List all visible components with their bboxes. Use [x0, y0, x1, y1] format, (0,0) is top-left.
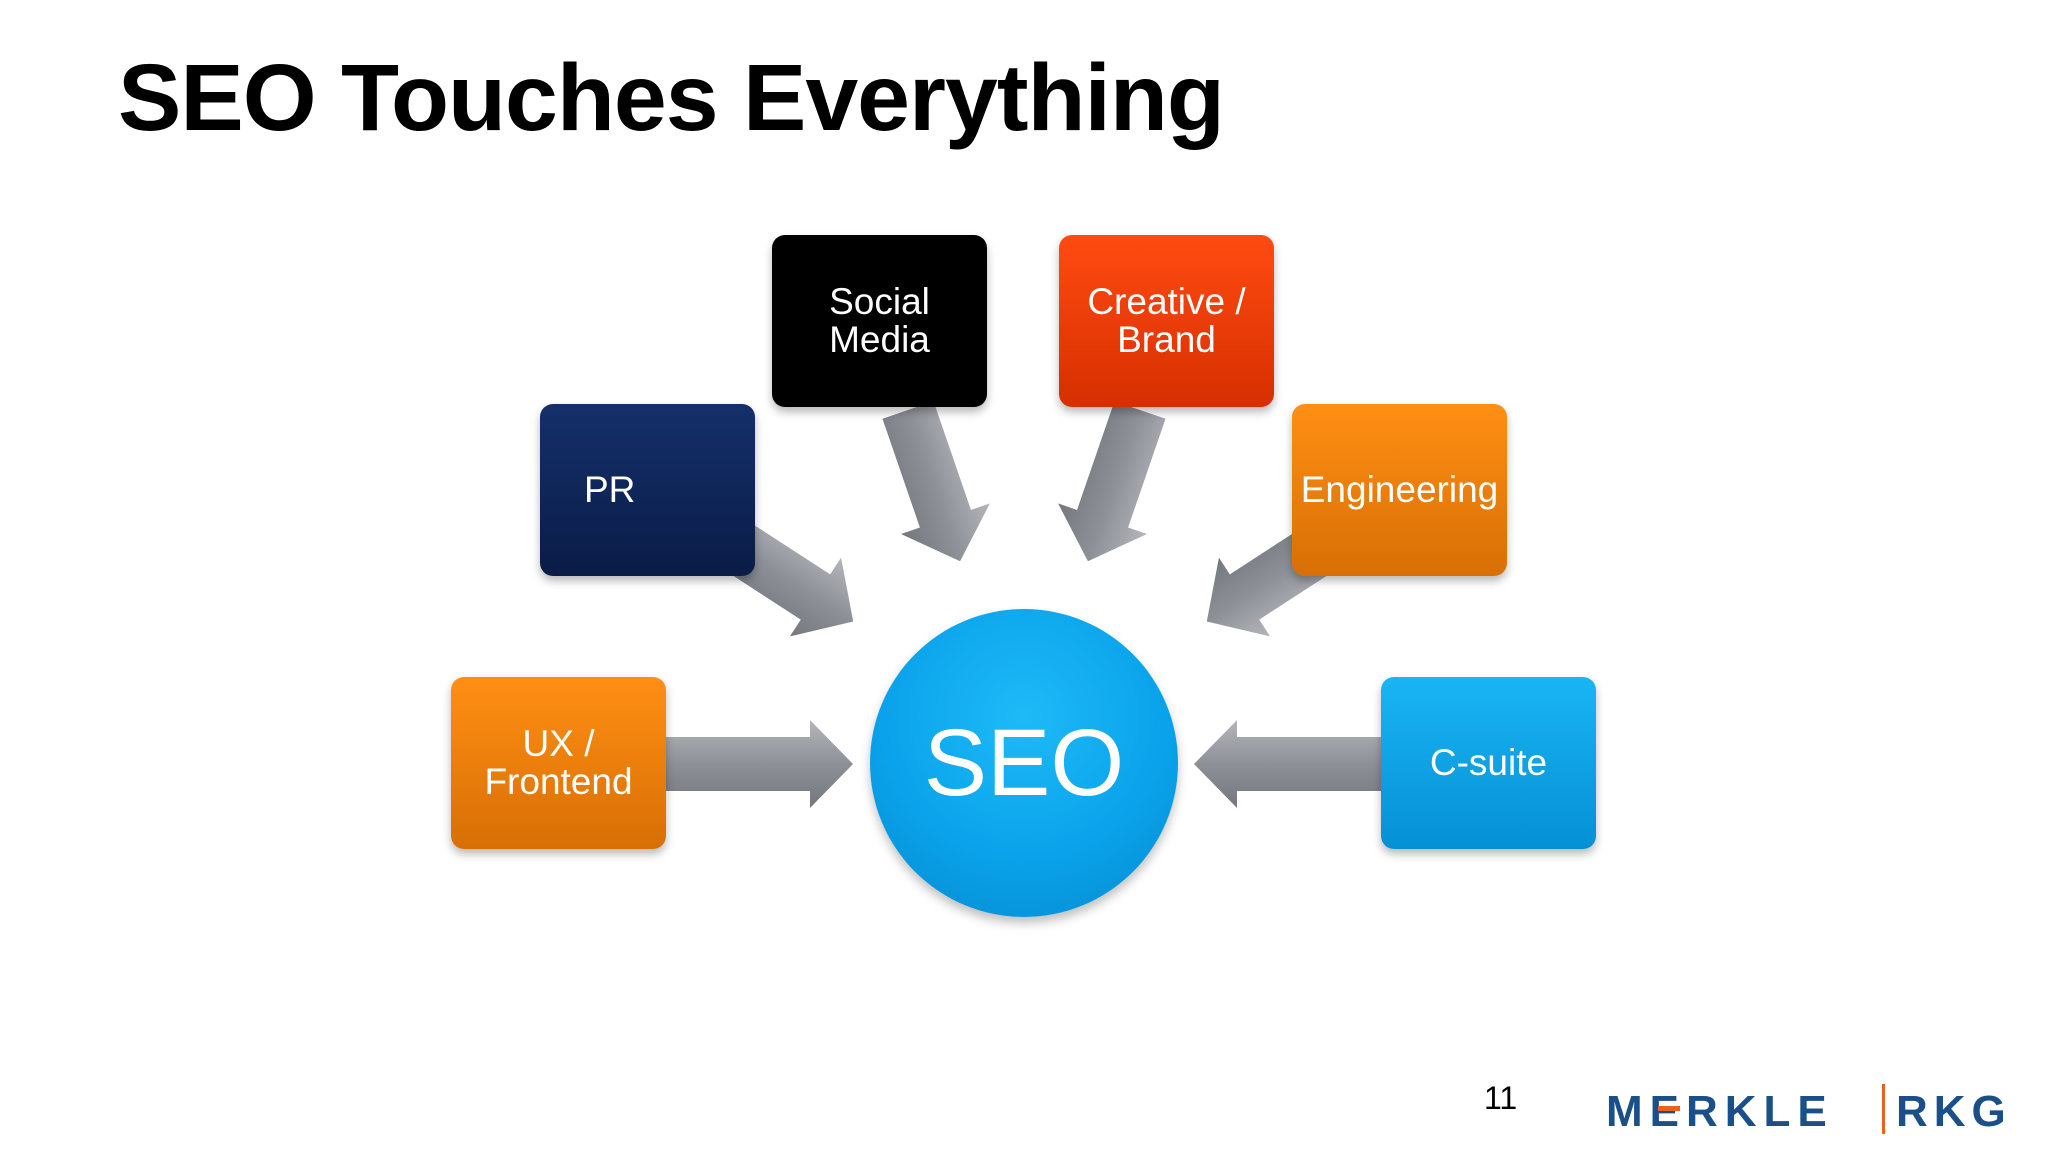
arrow-creative-to-seo — [1058, 401, 1166, 562]
node-pr: PR — [540, 404, 755, 576]
svg-text:RKG: RKG — [1896, 1087, 2012, 1134]
arrow-ux-to-seo — [666, 720, 853, 808]
arrow-pr-to-seo — [725, 525, 854, 637]
node-social-media: Social Media — [772, 235, 987, 407]
svg-text:MERKLE: MERKLE — [1606, 1087, 1834, 1134]
arrow-csuite-to-seo — [1194, 720, 1381, 808]
slide-title: SEO Touches Everything — [118, 45, 1225, 151]
merkle-rkg-logo: MERKLE RKG — [1606, 1084, 2012, 1134]
node-ux-frontend: UX / Frontend — [451, 677, 666, 849]
node-creative-brand: Creative / Brand — [1059, 235, 1274, 407]
node-c-suite: C-suite — [1381, 677, 1596, 849]
node-engineering: Engineering — [1292, 404, 1507, 576]
page-number: 11 — [1484, 1080, 1518, 1116]
arrow-social-to-seo — [882, 401, 990, 562]
seo-center-circle: SEO — [870, 609, 1178, 917]
